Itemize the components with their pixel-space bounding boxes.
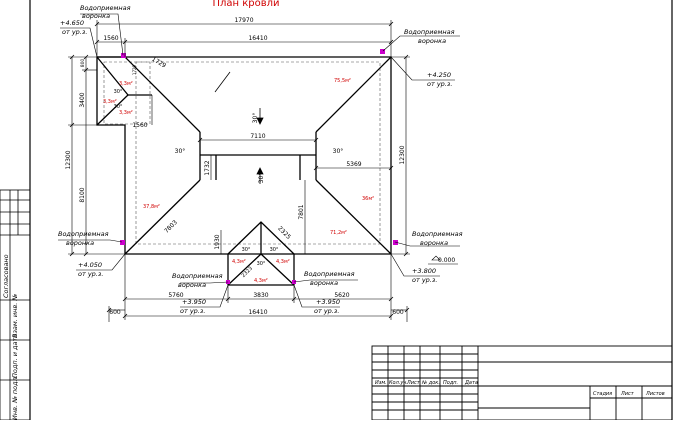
dim-bottom-overall: 16410: [248, 309, 267, 316]
dim-left-800: 800: [80, 59, 86, 68]
parapet-dashed: [103, 61, 381, 245]
drain-br-line2: воронка: [310, 279, 338, 287]
drain-ml-line2: воронка: [66, 239, 94, 247]
stamp-podp: Подп.: [443, 380, 458, 386]
level-3800: +3.800: [412, 267, 436, 275]
dim-top-inner: 16410: [248, 35, 267, 42]
dim-2323: 2323: [241, 266, 254, 279]
slope-valley-b: 30°: [257, 261, 266, 267]
roof-outline: [96, 56, 392, 286]
dim-right-12300: 12300: [399, 145, 406, 164]
level-zero: 0.000: [438, 257, 455, 264]
dim-5369: 5369: [346, 161, 361, 168]
title-block: [371, 345, 673, 421]
dim-1560-small: 1560: [132, 122, 147, 129]
level-4650-ref: от ур.з.: [62, 28, 87, 36]
dim-top-overall: 17970: [234, 17, 253, 24]
side-stamp-soglasovano: Согласовано: [2, 254, 10, 298]
drain-tr-line2: воронка: [418, 37, 446, 45]
drain-tl-line2: воронка: [82, 12, 110, 20]
drain-tr-line1: Водоприемная: [404, 28, 455, 36]
level-3950-left-ref: от ур.з.: [180, 307, 205, 315]
area-s3: 3,3м²: [119, 110, 133, 116]
level-markers: [428, 255, 458, 265]
level-3800-ref: от ур.з.: [412, 276, 437, 284]
level-3950-left: +3.950: [182, 298, 206, 306]
stamp-list2: Лист: [620, 391, 635, 397]
level-zero-marker: [431, 255, 441, 261]
dim-7803: 7803: [163, 219, 179, 235]
slope-arrows: [214, 71, 264, 184]
level-4250: +4.250: [427, 71, 451, 79]
slope-small1: 30°: [114, 104, 123, 110]
dimension-lines: [68, 20, 410, 322]
area-s2: 3,3м²: [103, 99, 117, 105]
drain-bl-line1: Водоприемная: [172, 272, 223, 280]
area-right: 36м²: [362, 196, 374, 202]
dim-left-8100: 8100: [79, 187, 86, 202]
stamp-kol: Кол.уч.: [389, 380, 408, 386]
slope-mid1: 30°: [258, 173, 265, 184]
dimension-ticks: [69, 21, 410, 319]
slope-top: 30°: [252, 113, 259, 124]
area-b1: 4,3м²: [232, 259, 246, 265]
stamp-listov: Листов: [645, 391, 665, 397]
area-top: 75,5м²: [334, 78, 351, 84]
side-stamp: [0, 189, 31, 421]
level-4050-ref: от ур.з.: [78, 270, 103, 278]
drawing-title: План кровли: [212, 0, 279, 9]
drain-br-line1: Водоприемная: [304, 270, 355, 278]
slope-valley-a: 30°: [270, 247, 279, 253]
area-b3: 4,3м²: [254, 278, 268, 284]
level-4050: +4.050: [78, 261, 102, 269]
dim-1729: 1729: [150, 56, 167, 70]
dim-1930: 1930: [214, 234, 221, 249]
drain-marker-mr: [393, 240, 398, 245]
area-bottom: 71,2м²: [330, 230, 347, 236]
side-stamp-podp: Подп. и дата: [11, 334, 19, 378]
dim-7801: 7801: [298, 204, 305, 219]
dim-1729-left: 1729: [132, 64, 137, 75]
slope-right: 30°: [333, 148, 344, 155]
stamp-ndok: № док.: [421, 380, 440, 386]
level-4250-ref: от ур.з.: [427, 80, 452, 88]
dim-bottom-600-right: 600: [392, 309, 404, 316]
dim-left-3400: 3400: [79, 92, 86, 107]
stamp-data: Дата: [464, 380, 478, 386]
slope-small2: 30°: [242, 247, 251, 253]
area-s1: 3,3м²: [119, 81, 133, 87]
drain-mr-line1: Водоприемная: [412, 230, 463, 238]
drain-marker-ml: [120, 240, 125, 245]
area-left: 37,8м²: [143, 204, 160, 210]
drain-bl-line2: воронка: [178, 281, 206, 289]
dim-bottom-3830: 3830: [253, 292, 268, 299]
dim-top-left-offset: 1560: [103, 35, 118, 42]
stamp-izm: Изм.: [375, 380, 387, 386]
sheet-frame: [29, 0, 673, 420]
drain-leaders: [58, 13, 460, 308]
dim-bottom-5620: 5620: [334, 292, 349, 299]
drain-marker-tl: [121, 53, 126, 58]
slope-mid2: 30°: [114, 89, 123, 95]
dim-ridge-7110: 7110: [250, 133, 265, 140]
area-b2: 4,3м²: [276, 259, 290, 265]
dim-bottom-5760: 5760: [168, 292, 183, 299]
drain-tl-line1: Водоприемная: [80, 4, 131, 12]
side-stamp-inv: Инв. № подл.: [11, 375, 19, 420]
side-stamp-vzam: Взам. инв. №: [11, 294, 19, 338]
dim-left-12300: 12300: [65, 150, 72, 169]
slope-left: 30°: [175, 148, 186, 155]
level-4650: +4.650: [60, 19, 84, 27]
dim-bottom-600-left: 600: [109, 309, 121, 316]
drain-mr-line2: воронка: [420, 239, 448, 247]
stamp-list: Лист: [406, 380, 421, 386]
drain-ml-line1: Водоприемная: [58, 230, 109, 238]
drain-marker-tr: [380, 49, 385, 54]
level-3950-right-ref: от ур.з.: [314, 307, 339, 315]
dim-1732: 1732: [204, 160, 211, 175]
level-3950-right: +3.950: [316, 298, 340, 306]
stamp-stadiya: Стадия: [593, 391, 612, 397]
